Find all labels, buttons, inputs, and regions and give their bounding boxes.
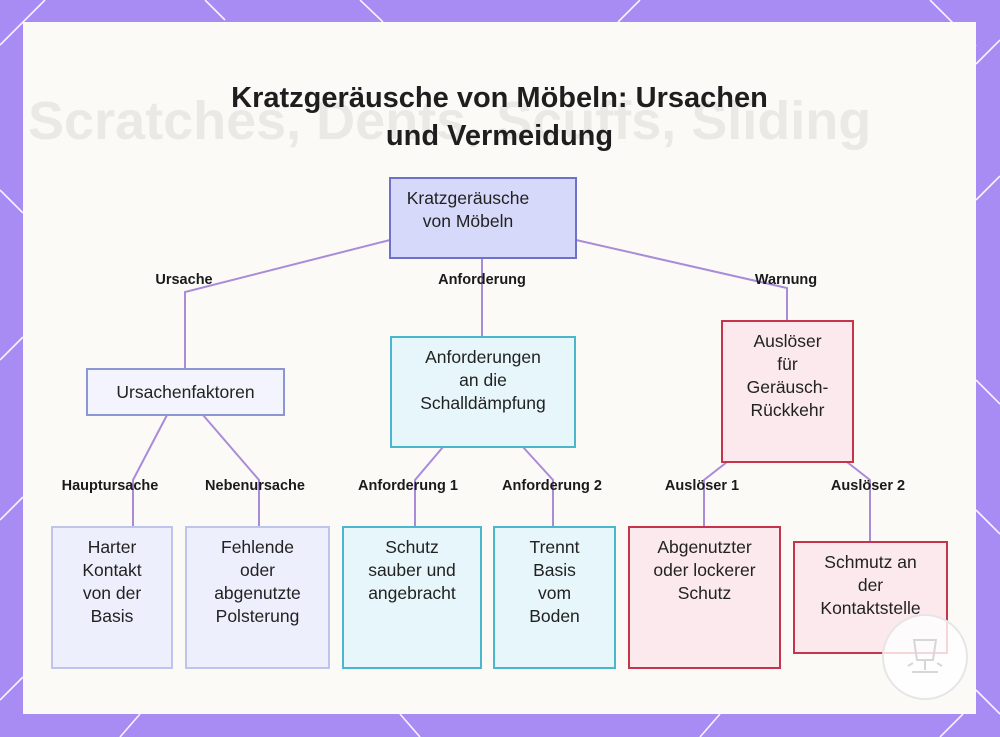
missing-padding-node: Fehlende oder abgenutzte Polsterung <box>185 526 330 669</box>
hard-contact-node-label: Harter Kontakt von der Basis <box>82 537 142 626</box>
protection-node: Schutz sauber und angebracht <box>342 526 482 669</box>
connector-lines <box>132 239 871 541</box>
edge-root-to-triggers <box>575 239 788 320</box>
edge-label-secondary-cause: Nebenursache <box>205 478 305 494</box>
triggers-node-label: Auslöser für Geräusch-Rückkehr <box>746 331 829 420</box>
edge-triggers-to-dirt <box>846 461 871 541</box>
edge-requirements-to-protection <box>414 446 444 526</box>
worn-protection-node-label: Abgenutzter oder lockerer Schutz <box>653 537 756 603</box>
diagram-title: Kratzgeräusche von Möbeln: Ursachen und … <box>23 79 976 155</box>
root-node-label: Kratzgeräusche von Möbeln <box>406 188 530 231</box>
diagram-title-line-2: und Vermeidung <box>385 120 614 152</box>
edge-label-cause: Ursache <box>155 272 213 288</box>
worn-protection-node: Abgenutzter oder lockerer Schutz <box>628 526 781 669</box>
edge-label-trigger-2: Auslöser 2 <box>830 478 906 494</box>
edge-label-requirement-2: Anforderung 2 <box>502 478 602 494</box>
dirt-node-label: Schmutz an der Kontaktstelle <box>820 552 921 618</box>
edge-triggers-to-worn <box>703 461 728 526</box>
hard-contact-node: Harter Kontakt von der Basis <box>51 526 173 669</box>
edge-requirements-to-separates <box>522 446 554 526</box>
requirements-node: Anforderungen an die Schalldämpfung <box>390 336 576 448</box>
diagram-card: Scratches, Dents, Scuffs, Sliding Kratzg… <box>23 22 976 714</box>
edge-causes-to-hard-contact <box>132 414 168 526</box>
edge-label-trigger-1: Auslöser 1 <box>664 478 740 494</box>
separates-node-label: Trennt Basis vom Boden <box>529 537 580 626</box>
edge-label-main-cause: Hauptursache <box>61 478 159 494</box>
furniture-pad-logo-icon <box>882 614 968 700</box>
causes-node: Ursachenfaktoren <box>86 368 285 416</box>
diagram-title-line-1: Kratzgeräusche von Möbeln: Ursachen <box>231 82 768 114</box>
triggers-node: Auslöser für Geräusch-Rückkehr <box>721 320 854 463</box>
separates-node: Trennt Basis vom Boden <box>493 526 616 669</box>
edge-root-to-causes <box>184 239 391 368</box>
protection-node-label: Schutz sauber und angebracht <box>368 537 456 603</box>
root-node: Kratzgeräusche von Möbeln <box>389 177 577 259</box>
missing-padding-node-label: Fehlende oder abgenutzte Polsterung <box>214 537 301 626</box>
edge-label-requirement-1: Anforderung 1 <box>358 478 458 494</box>
edge-label-requirement: Anforderung <box>438 272 526 288</box>
requirements-node-label: Anforderungen an die Schalldämpfung <box>420 347 546 413</box>
causes-node-label: Ursachenfaktoren <box>116 381 255 402</box>
edge-causes-to-padding <box>202 414 260 526</box>
edge-label-warning: Warnung <box>754 272 818 288</box>
